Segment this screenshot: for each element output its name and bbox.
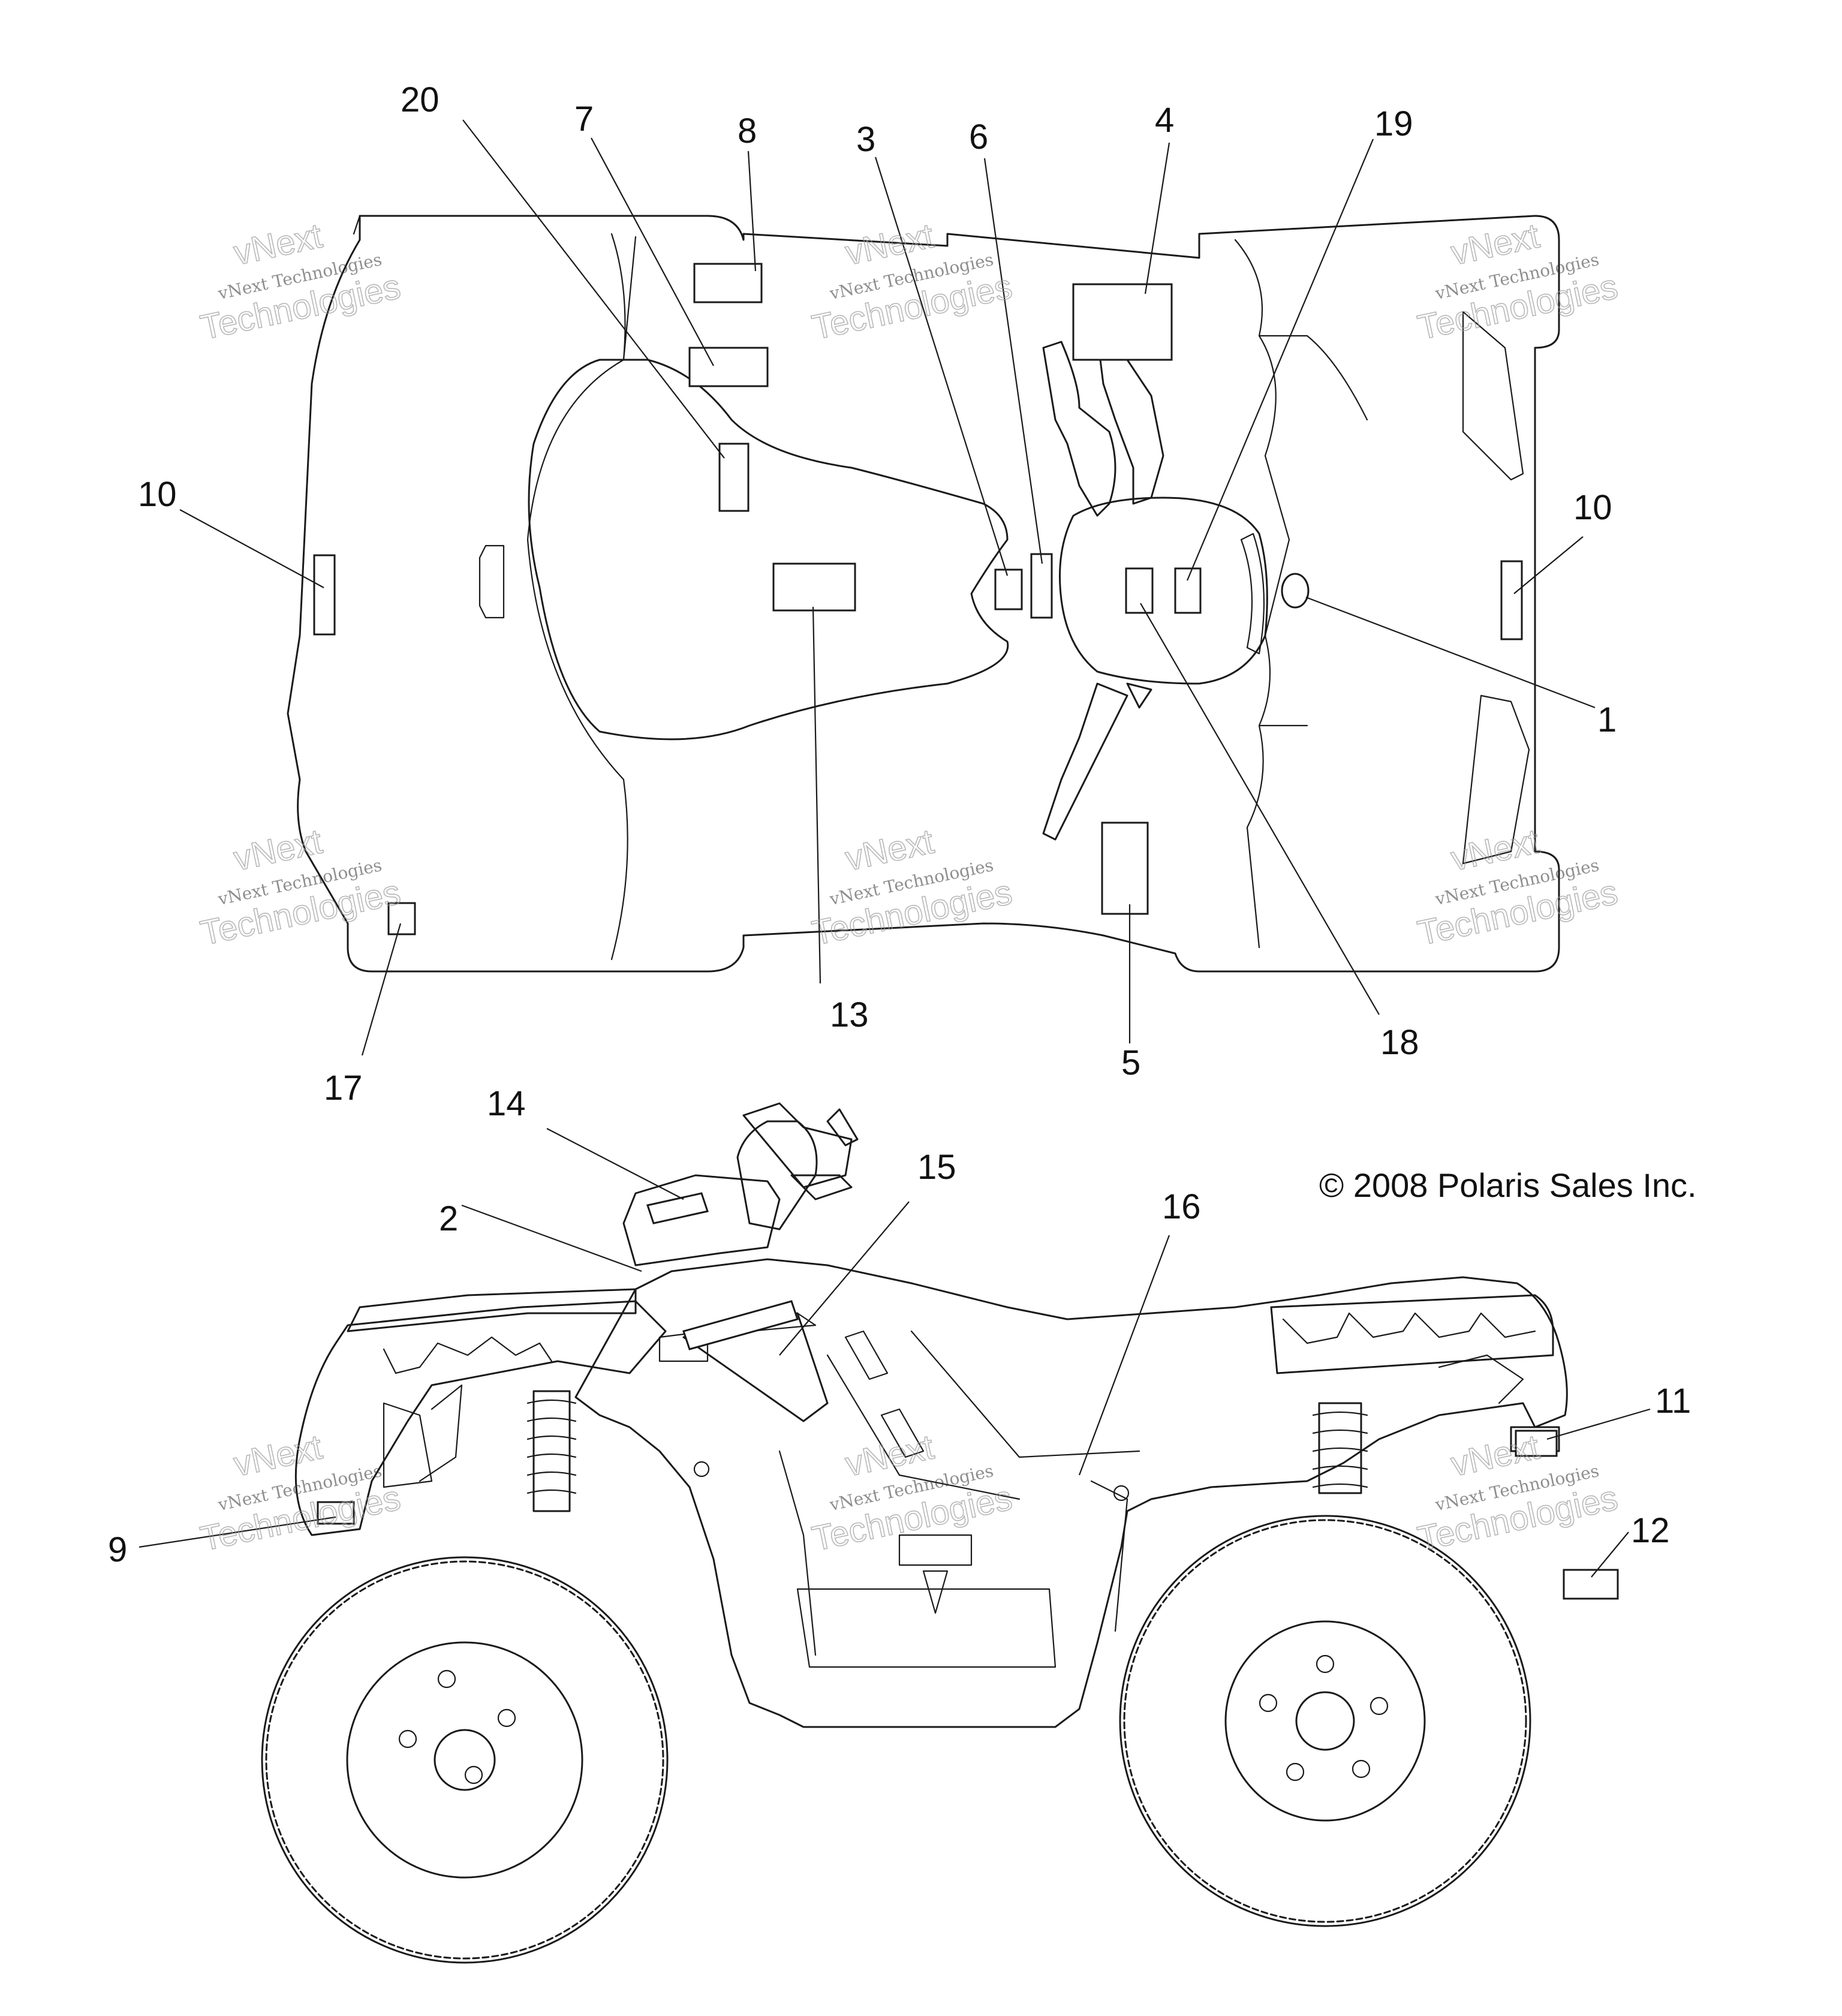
callout-13: 13 — [830, 995, 869, 1034]
decal-4 — [1072, 283, 1173, 361]
callout-1: 1 — [1597, 700, 1617, 739]
callout-12: 12 — [1631, 1511, 1670, 1550]
copyright-text: © 2008 Polaris Sales Inc. — [1319, 1166, 1697, 1204]
decal-5 — [1101, 822, 1149, 915]
callout-17: 17 — [324, 1069, 363, 1108]
decal-10-left — [313, 554, 336, 636]
watermark: vNext vNext Technologies Technologies — [197, 1427, 404, 1559]
decal-14 — [646, 1192, 709, 1224]
decal-10-right — [1500, 560, 1523, 640]
callout-11: 11 — [1655, 1382, 1691, 1421]
copyright: © 2008 Polaris Sales Inc. — [1319, 1166, 1697, 1204]
decal-17 — [387, 902, 416, 935]
callout-8: 8 — [738, 112, 757, 151]
watermark: vNext vNext Technologies Technologies — [808, 1427, 1016, 1559]
leader-lines — [139, 119, 1651, 1578]
decal-3 — [994, 568, 1023, 610]
callout-16: 16 — [1162, 1187, 1201, 1226]
callout-4: 4 — [1155, 101, 1174, 140]
decal-6 — [1030, 553, 1053, 619]
callout-10-right: 10 — [1573, 488, 1612, 527]
callout-labels: 1 2 3 4 5 6 7 8 9 10 10 11 12 13 14 15 1… — [108, 80, 1691, 1569]
callout-2: 2 — [439, 1199, 458, 1238]
decal-18 — [1125, 567, 1154, 614]
watermark: vNext vNext Technologies Technologies — [808, 216, 1016, 348]
watermark: vNext vNext Technologies Technologies — [197, 822, 404, 953]
callout-5: 5 — [1121, 1043, 1140, 1082]
side-view-decals — [317, 1300, 1619, 1600]
watermark: vNext vNext Technologies Technologies — [197, 216, 404, 348]
decal-19 — [1174, 567, 1202, 614]
decal-13 — [772, 562, 856, 612]
callout-15: 15 — [917, 1148, 956, 1187]
top-view-decals — [313, 263, 1523, 935]
decal-11 — [1515, 1430, 1558, 1457]
decal-15 — [682, 1300, 799, 1350]
callout-20: 20 — [401, 80, 440, 119]
callout-7: 7 — [574, 100, 594, 139]
decal-12 — [1563, 1569, 1619, 1600]
callout-10-left: 10 — [138, 475, 177, 514]
callout-14: 14 — [487, 1084, 526, 1123]
decal-9 — [317, 1501, 355, 1525]
watermark: vNext vNext Technologies Technologies — [1414, 216, 1621, 348]
watermark: vNext vNext Technologies Technologies — [1414, 1427, 1621, 1559]
decal-7 — [688, 347, 769, 387]
callout-19: 19 — [1374, 104, 1413, 143]
decal-8 — [693, 263, 763, 303]
top-view-vehicle — [287, 215, 1560, 973]
callout-3: 3 — [856, 120, 875, 159]
watermark: vNext vNext Technologies Technologies — [808, 822, 1016, 953]
callout-18: 18 — [1380, 1023, 1419, 1062]
callout-9: 9 — [108, 1530, 127, 1569]
callout-6: 6 — [969, 118, 988, 157]
watermark: vNext vNext Technologies Technologies — [1414, 822, 1621, 953]
watermarks: vNext vNext Technologies Technologies vN… — [197, 216, 1621, 1559]
decal-20 — [718, 443, 750, 512]
